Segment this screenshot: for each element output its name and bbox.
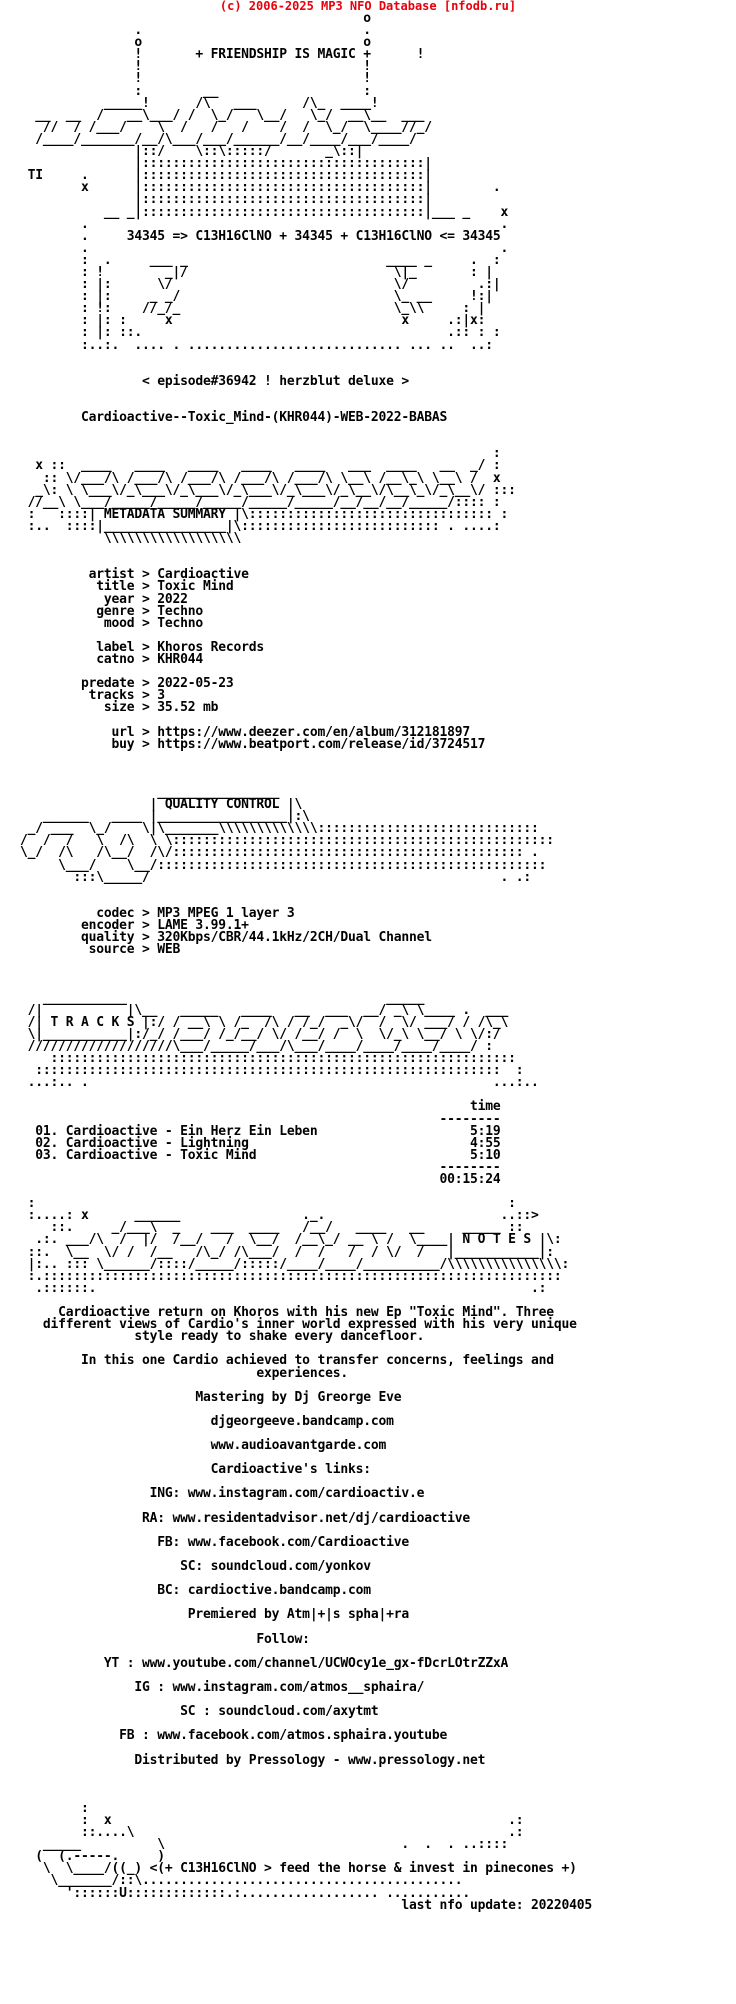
nfo-ascii-text: o . . o o ! + FRIENDSHIP IS MAGIC + ! ! … xyxy=(20,13,592,1912)
copyright-header[interactable]: (c) 2006-2025 MP3 NFO Database [nfodb.ru… xyxy=(219,0,517,13)
